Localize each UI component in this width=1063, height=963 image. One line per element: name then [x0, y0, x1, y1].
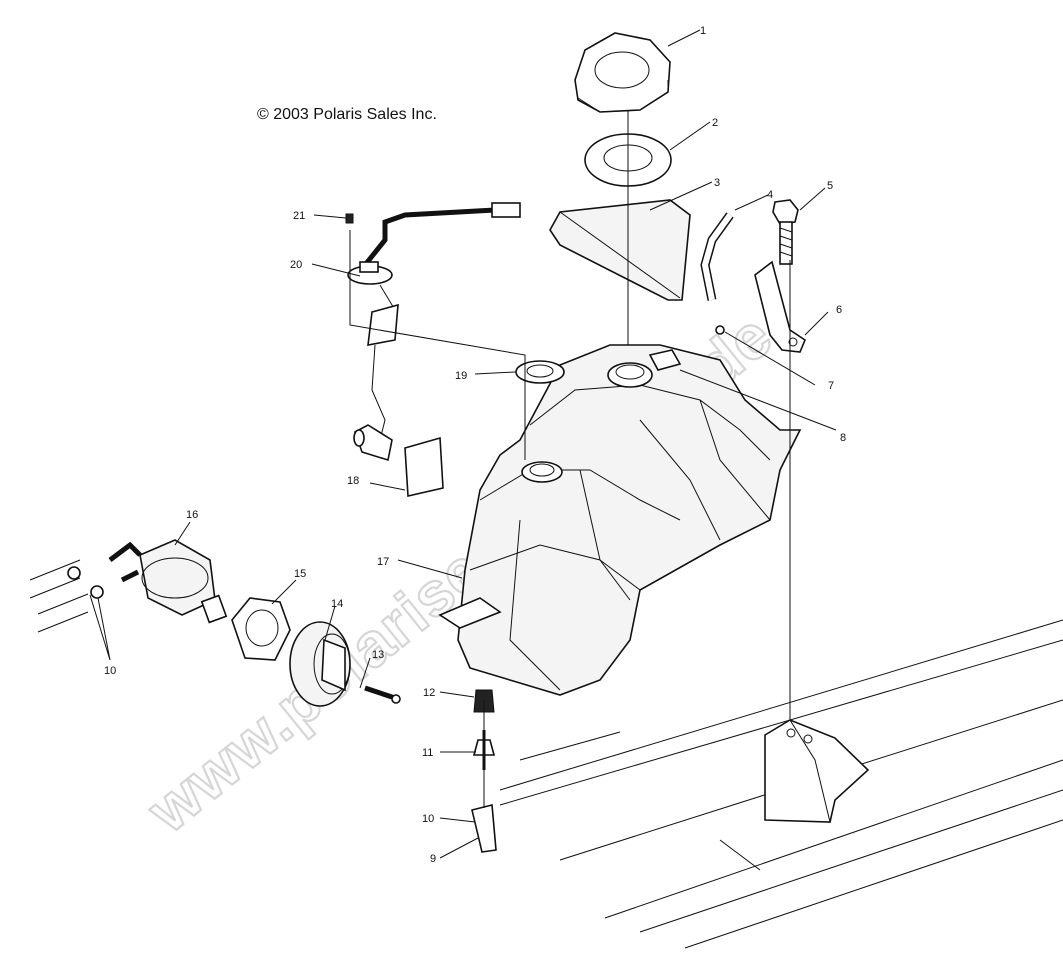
callout-17: 17 — [377, 556, 389, 568]
callout-3: 3 — [714, 177, 720, 189]
lock-nut — [231, 597, 291, 661]
screw-small — [345, 213, 354, 224]
vent-hose — [700, 212, 734, 301]
filter-clamp — [289, 621, 351, 707]
leader-lines — [89, 29, 837, 859]
fuel-filter — [29, 539, 228, 633]
callout-20: 20 — [290, 259, 302, 271]
hose-clamp-small — [715, 325, 725, 335]
fuel-tank — [438, 344, 802, 696]
assembly-lines — [349, 110, 791, 808]
callout-8: 8 — [840, 432, 846, 444]
callout-18: 18 — [347, 475, 359, 487]
copyright-notice: © 2003 Polaris Sales Inc. — [257, 106, 437, 123]
pump-gasket — [515, 360, 565, 384]
decal — [404, 436, 444, 497]
bolt — [772, 199, 799, 265]
fuel-sender — [347, 202, 521, 462]
tank-pad — [549, 199, 691, 301]
callout-4: 4 — [767, 189, 773, 201]
callout-labels: 1 2 3 4 5 6 7 8 9 10 10 11 12 13 14 15 1… — [104, 25, 846, 865]
callout-10-filter: 10 — [104, 665, 116, 677]
callout-11: 11 — [422, 747, 433, 759]
callout-13: 13 — [372, 649, 384, 661]
callout-21: 21 — [293, 210, 305, 222]
callout-7: 7 — [828, 380, 834, 392]
clamp-screw — [364, 685, 401, 704]
callout-12: 12 — [423, 687, 435, 699]
callout-5: 5 — [827, 180, 833, 192]
callout-6: 6 — [836, 304, 842, 316]
callout-2: 2 — [712, 117, 718, 129]
mount-bracket — [754, 260, 806, 353]
fuel-cap — [574, 32, 671, 113]
callout-16: 16 — [186, 509, 198, 521]
callout-19: 19 — [455, 370, 467, 382]
callout-10-drain: 10 — [422, 813, 434, 825]
callout-14: 14 — [331, 598, 343, 610]
callout-15: 15 — [294, 568, 306, 580]
callout-9: 9 — [430, 853, 436, 865]
frame-mount — [764, 719, 870, 823]
callout-1: 1 — [700, 25, 706, 37]
